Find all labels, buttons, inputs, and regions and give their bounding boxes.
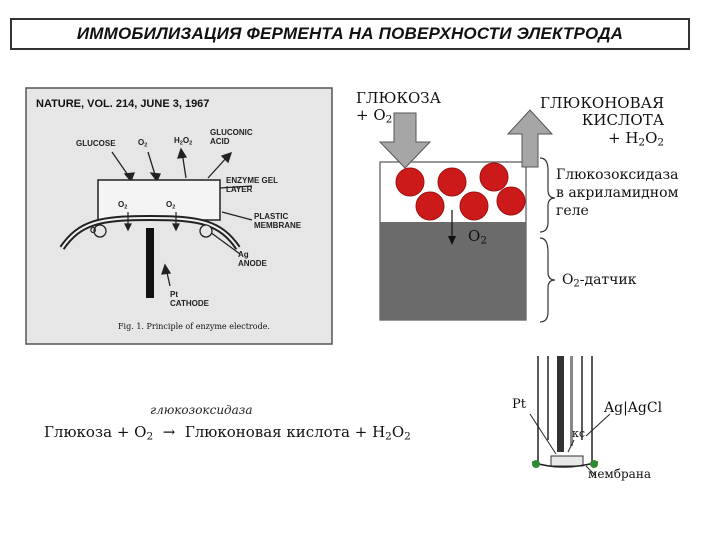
- seal-left: [532, 460, 540, 468]
- label-o2-left: O2: [118, 200, 128, 211]
- label-o2-sensor: O2-датчик: [562, 272, 637, 290]
- label-o2: O2: [138, 138, 148, 149]
- gel-brace: [539, 157, 556, 233]
- glucose-in-arrow: [378, 112, 432, 169]
- pt-wire: [557, 356, 564, 452]
- label-membrane: мембрана: [588, 467, 651, 481]
- figure-header: NATURE, VOL. 214, JUNE 3, 1967: [36, 98, 210, 110]
- enzyme-beads: [395, 162, 526, 221]
- figure-arrows: [111, 147, 253, 287]
- label-h2o2: H2O2: [174, 136, 193, 147]
- pt-cathode: [146, 228, 154, 298]
- sensor-brace: [539, 237, 556, 323]
- page-title: ИММОБИЛИЗАЦИЯ ФЕРМЕНТА НА ПОВЕРХНОСТИ ЭЛ…: [10, 18, 690, 50]
- gluconic-out-arrow: [506, 109, 554, 168]
- figure-caption: Fig. 1. Principle of enzyme electrode.: [118, 322, 270, 331]
- seal-right: [590, 460, 598, 468]
- label-agagcl: Ag|AgCl: [604, 400, 663, 416]
- reaction-equation: Глюкоза + O2 → Глюконовая кислота + H2O2: [44, 423, 411, 443]
- label-o2-right: O2: [166, 200, 176, 211]
- label-kcl: кс: [572, 427, 586, 440]
- label-glucose-in: ГЛЮКОЗА+ O2: [356, 89, 441, 126]
- label-o2-inside: O2: [468, 227, 487, 247]
- electrode-tip: [550, 455, 584, 467]
- label-glucose: GLUCOSE: [76, 139, 116, 148]
- reaction-enzyme: глюкозоксидаза: [150, 403, 253, 417]
- label-o-left: O: [90, 226, 97, 235]
- label-pt: Pt: [512, 397, 526, 412]
